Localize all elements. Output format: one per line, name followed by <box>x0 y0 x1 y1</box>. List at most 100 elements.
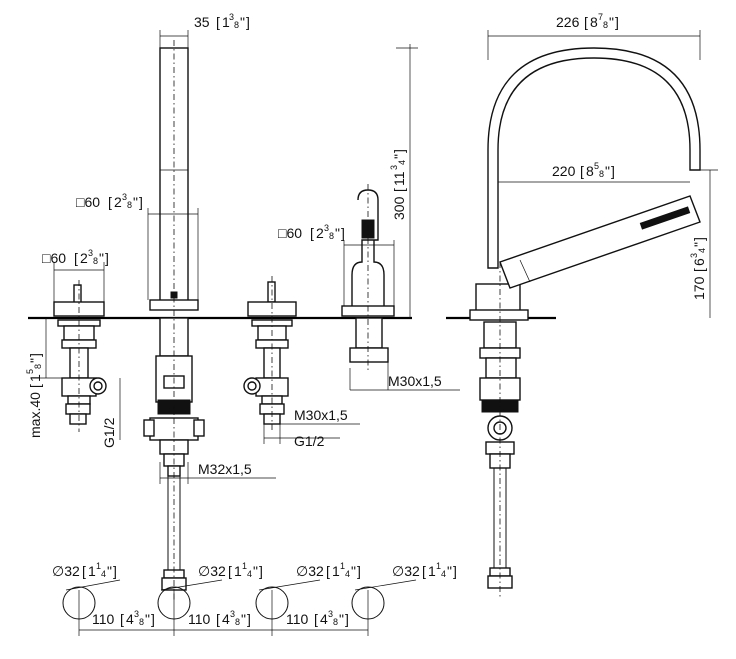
svg-text:[: [ <box>74 250 78 266</box>
svg-text:□60: □60 <box>76 194 100 210</box>
dim-height-170: 170 [ 6 3 4 " ] <box>689 237 707 300</box>
svg-text:8: 8 <box>93 256 98 266</box>
svg-text:3: 3 <box>328 609 333 619</box>
svg-text:": " <box>609 14 614 30</box>
svg-text:8: 8 <box>139 617 144 627</box>
svg-text:8: 8 <box>127 200 132 210</box>
dim-thread-m32: M32x1,5 <box>198 461 252 477</box>
svg-text:4: 4 <box>247 569 252 579</box>
dim-hole-2: ∅32 [ 1 1 4 " ] <box>198 561 263 579</box>
svg-text:3: 3 <box>134 609 139 619</box>
svg-text:]: ] <box>259 563 263 579</box>
svg-text:1: 1 <box>332 563 340 579</box>
svg-text:[: [ <box>228 563 232 579</box>
svg-text:8: 8 <box>590 14 598 30</box>
svg-text:": " <box>133 194 138 210</box>
svg-text:]: ] <box>105 250 109 266</box>
svg-text:2: 2 <box>114 194 122 210</box>
svg-text:3: 3 <box>324 223 329 233</box>
svg-text:1: 1 <box>436 561 441 571</box>
svg-text:": " <box>27 358 43 363</box>
dim-square-mid: □60 [ 2 3 8 " ] <box>278 223 345 241</box>
svg-text:]: ] <box>151 611 155 627</box>
svg-text:3: 3 <box>389 165 399 170</box>
svg-text:max.40: max.40 <box>27 392 43 438</box>
handshower-holder <box>143 40 205 600</box>
dim-spacing-3: 110 [ 4 3 8 " ] <box>286 609 349 627</box>
svg-text:": " <box>691 242 707 247</box>
svg-text:]: ] <box>247 611 251 627</box>
svg-text:": " <box>447 563 452 579</box>
svg-text:1: 1 <box>234 563 242 579</box>
svg-text:3: 3 <box>229 12 234 22</box>
svg-text:]: ] <box>113 563 117 579</box>
left-valve <box>53 280 107 432</box>
svg-text:4: 4 <box>397 160 407 165</box>
svg-text:∅32: ∅32 <box>392 563 420 579</box>
svg-text:]: ] <box>391 149 407 153</box>
svg-text:1: 1 <box>340 561 345 571</box>
svg-text:[: [ <box>691 268 707 272</box>
dim-height-300: 300 [ 11 3 4 " ] <box>389 149 407 220</box>
svg-text:]: ] <box>139 194 143 210</box>
svg-text:[: [ <box>216 611 220 627</box>
dim-spacing-2: 110 [ 4 3 8 " ] <box>188 609 251 627</box>
svg-text:]: ] <box>341 225 345 241</box>
svg-text:8: 8 <box>329 231 334 241</box>
svg-text:8: 8 <box>333 617 338 627</box>
svg-text:]: ] <box>345 611 349 627</box>
svg-text:110: 110 <box>92 611 115 627</box>
svg-text:[: [ <box>391 188 407 192</box>
svg-text:8: 8 <box>586 163 594 179</box>
spout-assembly <box>469 47 701 598</box>
svg-text:∅32: ∅32 <box>296 563 324 579</box>
svg-text:": " <box>145 611 150 627</box>
svg-text:8: 8 <box>235 617 240 627</box>
dim-thread-g12-mid: G1/2 <box>294 433 325 449</box>
svg-text:[: [ <box>108 194 112 210</box>
svg-text:": " <box>335 225 340 241</box>
svg-text:300: 300 <box>391 196 407 220</box>
dim-square-left-high: □60 [ 2 3 8 " ] <box>76 192 143 210</box>
svg-text:2: 2 <box>316 225 324 241</box>
svg-text:4: 4 <box>697 248 707 253</box>
svg-text:1: 1 <box>242 561 247 571</box>
svg-text:]: ] <box>453 563 457 579</box>
svg-text:": " <box>240 14 245 30</box>
svg-text:1: 1 <box>27 374 43 382</box>
svg-text:": " <box>107 563 112 579</box>
svg-text:[: [ <box>584 14 588 30</box>
dim-hole-3: ∅32 [ 1 1 4 " ] <box>296 561 361 579</box>
svg-text:220: 220 <box>552 163 576 179</box>
svg-text:G1/2: G1/2 <box>101 417 117 448</box>
dim-thread-m30-mid: M30x1,5 <box>294 407 348 423</box>
svg-text:4: 4 <box>345 569 350 579</box>
svg-text:110: 110 <box>286 611 309 627</box>
svg-text:∅32: ∅32 <box>198 563 226 579</box>
hole-circles <box>62 579 417 620</box>
dim-square-left-low: □60 [ 2 3 8 " ] <box>42 248 109 266</box>
svg-text:4: 4 <box>441 569 446 579</box>
center-valve <box>243 276 297 430</box>
dim-top-width: 35 [ 1 3 8 " ] <box>194 12 250 30</box>
svg-text:4: 4 <box>126 611 134 627</box>
svg-text:[: [ <box>27 384 43 388</box>
svg-text:": " <box>253 563 258 579</box>
svg-text:11: 11 <box>391 171 407 186</box>
svg-text:": " <box>391 154 407 159</box>
svg-text:]: ] <box>615 14 619 30</box>
dimension-lines <box>40 30 718 636</box>
svg-text:3: 3 <box>689 253 699 258</box>
dim-spout-inner: 220 [ 8 5 8 " ] <box>552 161 615 179</box>
svg-text:3: 3 <box>88 248 93 258</box>
svg-text:1: 1 <box>428 563 436 579</box>
svg-text:]: ] <box>246 14 250 30</box>
svg-text:3: 3 <box>122 192 127 202</box>
svg-text:1: 1 <box>96 561 101 571</box>
svg-text:4: 4 <box>222 611 230 627</box>
svg-text:[: [ <box>216 14 220 30</box>
svg-text:]: ] <box>357 563 361 579</box>
svg-text:8: 8 <box>599 169 604 179</box>
svg-text:4: 4 <box>320 611 328 627</box>
